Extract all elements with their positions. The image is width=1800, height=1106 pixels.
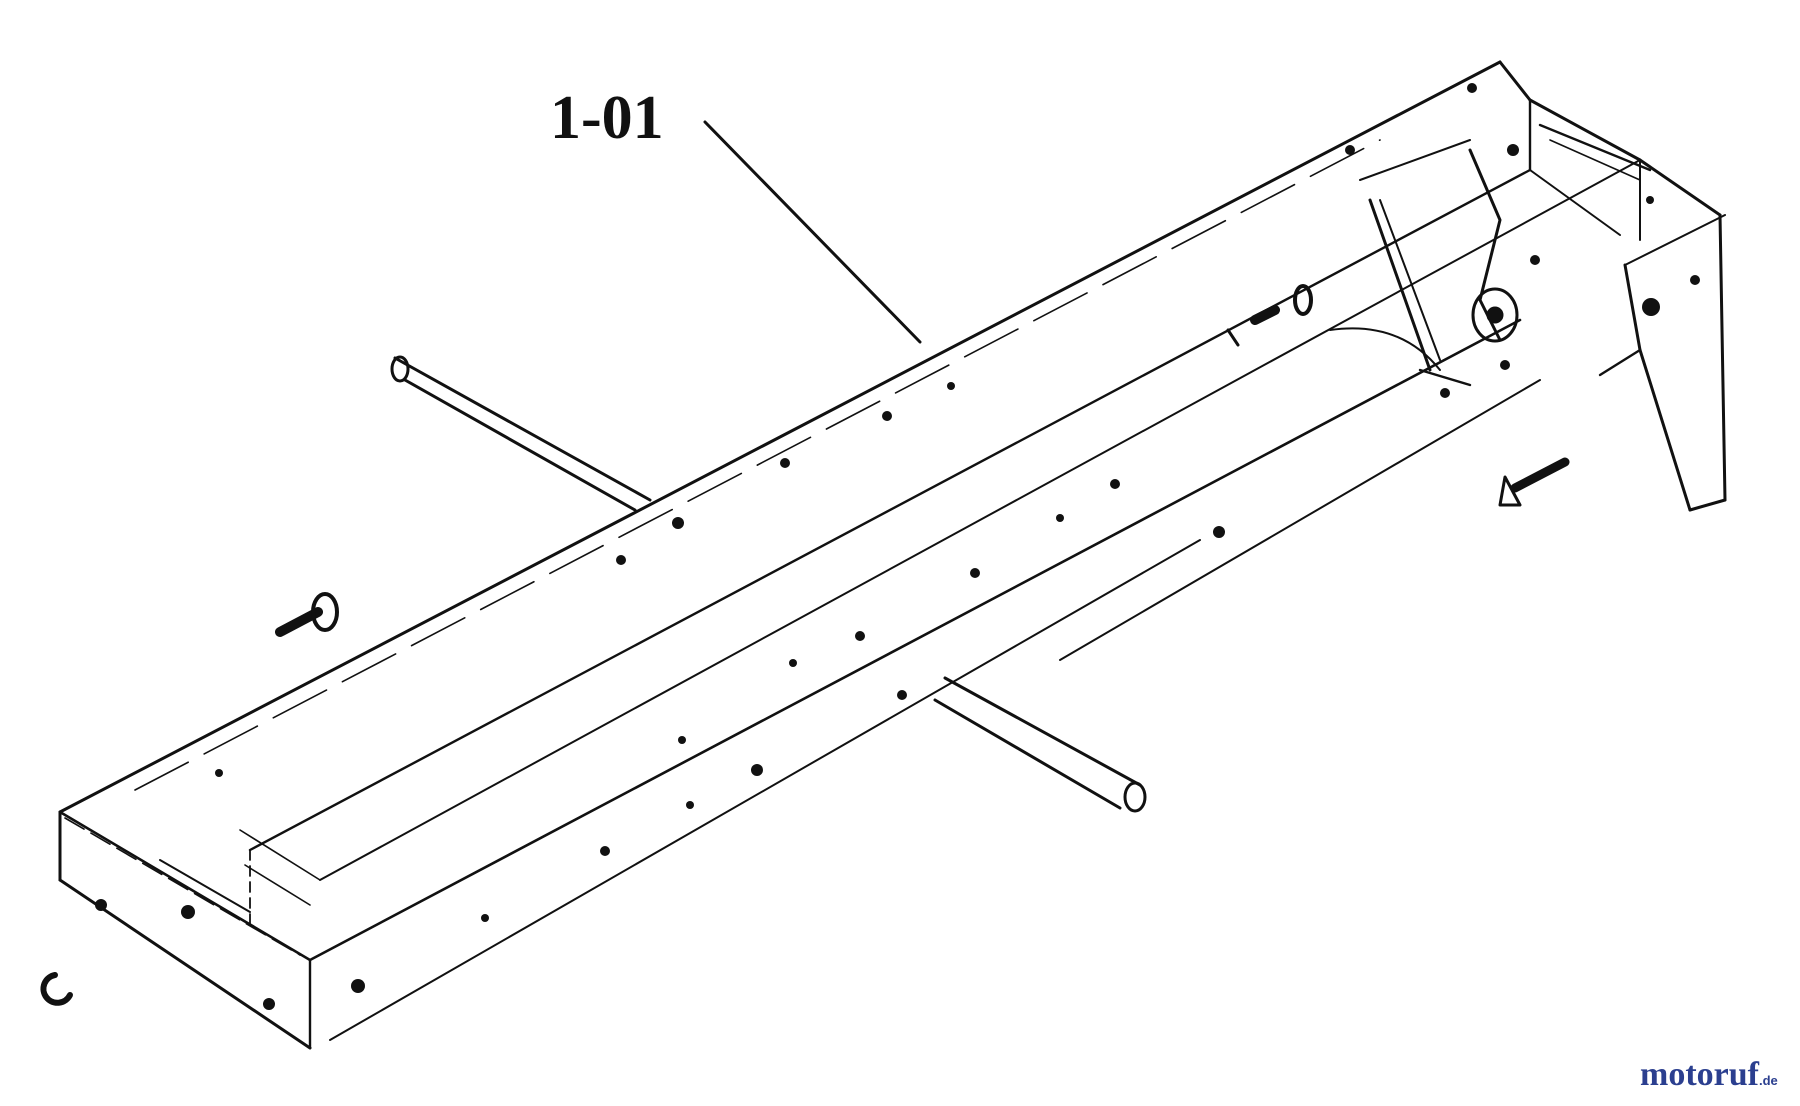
rear-bracket [1498,60,1727,512]
axle-pin-lower [933,676,1147,813]
svg-text:motoruf.de: motoruf.de [1640,1056,1778,1093]
rail-holes [95,145,1355,1010]
bolt-mid [1226,284,1313,347]
callout-leader-line [703,120,922,344]
bolt-left [275,592,339,637]
inner-rail [248,159,1641,1041]
front-cross-member [64,817,321,956]
bolt-right [1498,457,1570,507]
axle-pin-upper [390,355,652,512]
nut-front [40,972,73,1006]
lever-assembly [1329,83,1700,398]
callout-label: 1-01 [550,84,664,152]
watermark-tld: .de [1759,1073,1778,1088]
left-rail [58,60,1502,1050]
watermark-brand: motoruf [1640,1056,1760,1093]
watermark-logo: motoruf.de [1640,1056,1778,1093]
